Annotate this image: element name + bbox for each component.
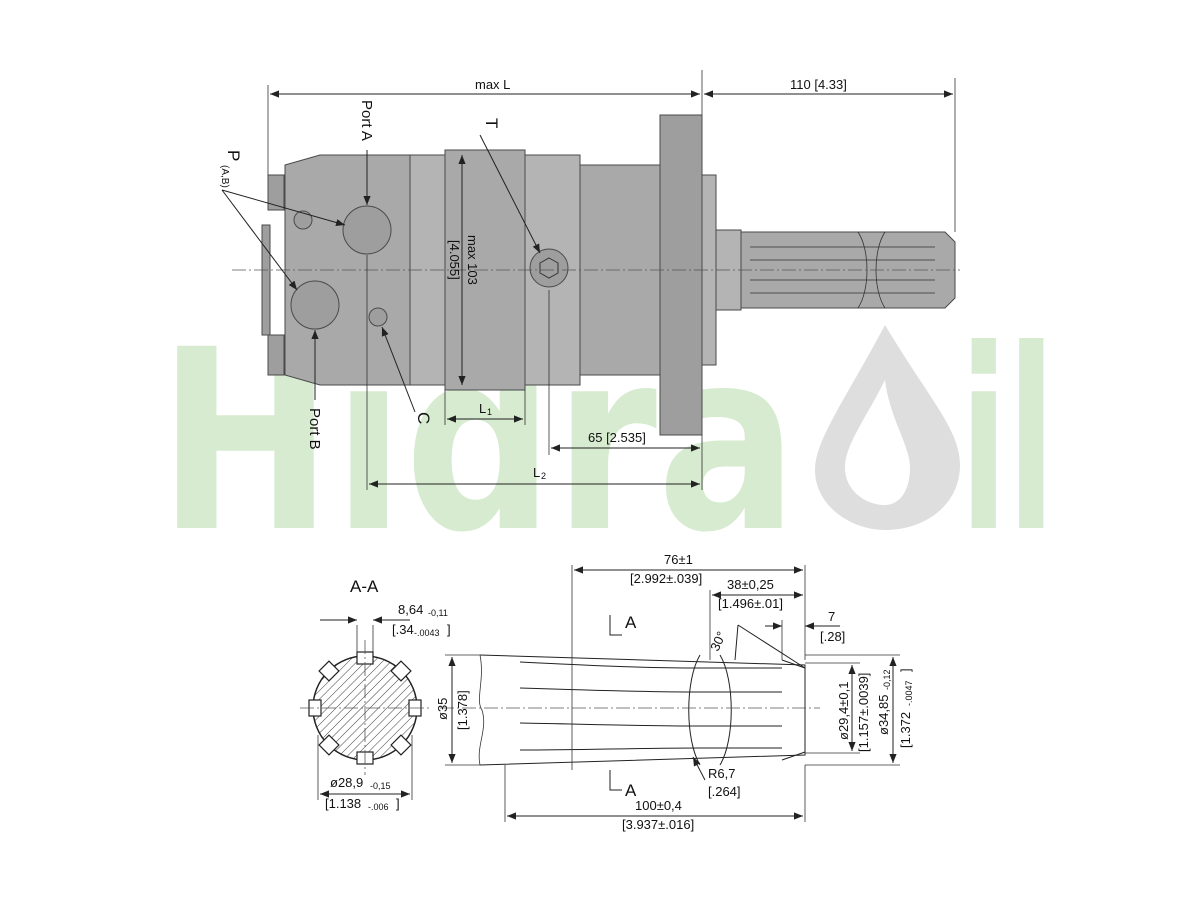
minor-dia-tol: -0,15 [370, 781, 391, 791]
outer-dia-in-close: ] [898, 668, 913, 672]
len38-in-label: [1.496±.01] [718, 596, 783, 611]
l2-label: L [533, 465, 540, 480]
port-t-circle [529, 248, 569, 288]
section-mark-top: A [625, 613, 637, 632]
len76-in-label: [2.992±.039] [630, 571, 702, 586]
flange-dim-label: 65 [2.535] [588, 430, 646, 445]
dia35-in-label: [1.378] [455, 690, 470, 730]
minor-dia-in-close: ] [396, 796, 400, 811]
port-b-circle [290, 280, 340, 330]
p-sub-label: (A,B) [219, 165, 230, 188]
radius-label: R6,7 [708, 766, 735, 781]
shaft-detail: 76±1 [2.992±.039] 38±0,25 [1.496±.01] 7 … [435, 552, 914, 832]
radius-in-label: [.264] [708, 784, 741, 799]
l1-label: L [479, 401, 486, 416]
port-a-label: Port A [358, 100, 375, 141]
mounting-flange [659, 114, 703, 436]
outer-dia-label: ø34,85 [876, 695, 891, 735]
key-width-tol: -0,11 [428, 608, 448, 618]
l1-sub-label: 1 [487, 407, 492, 417]
key-width-in-close: ] [447, 622, 451, 637]
shaft-splines [519, 654, 806, 766]
angle-label: 30° [707, 629, 729, 653]
key-width-in-label: [.34 [392, 622, 414, 637]
key-width-label: 8,64 [398, 602, 423, 617]
section-mark-bottom: A [625, 781, 637, 800]
outer-dia-in-tol: -.0047 [904, 680, 914, 706]
end-plate [261, 224, 271, 336]
outer-dia-tol: -0,12 [882, 669, 892, 690]
len100-label: 100±0,4 [635, 798, 682, 813]
port-b-label: Port B [306, 408, 323, 450]
l2-sub-label: 2 [541, 471, 546, 481]
height-in-label: [4.055] [447, 240, 462, 280]
c-label: C [414, 412, 433, 424]
groove-dia-in-label: [1.157±.0039] [856, 673, 871, 752]
outer-dia-in-label: [1.372 [898, 712, 913, 748]
len38-label: 38±0,25 [727, 577, 774, 592]
minor-dia-in-tol: -.006 [368, 802, 389, 812]
key-width-in-tol: -.0043 [414, 628, 440, 638]
groove-dia-label: ø29,4±0,1 [836, 682, 851, 740]
max-l-label: max L [475, 77, 510, 92]
len100-in-label: [3.937±.016] [622, 817, 694, 832]
spline-teeth [308, 651, 422, 765]
height-mm-label: max 103 [465, 235, 480, 285]
port-c-circle [368, 307, 388, 327]
top-dimensions: max L 110 [4.33] Port A Port B P (A,B) T… [219, 70, 956, 490]
end-bolt-top [267, 174, 285, 211]
t-label: T [482, 118, 501, 128]
shaft-length-label: 110 [4.33] [790, 77, 847, 92]
end-bolt-bottom [267, 334, 285, 376]
len7-label: 7 [828, 609, 835, 624]
watermark-drop-icon [815, 325, 960, 530]
len7-in-label: [.28] [820, 629, 845, 644]
small-port-top [293, 210, 313, 230]
section-a-a: A-A 8,64 -0,11 [.34 -.0043 ] ø28,9 -0,15… [300, 577, 451, 812]
minor-dia-in-label: [1.138 [325, 796, 361, 811]
section-title: A-A [350, 577, 379, 596]
len76-label: 76±1 [664, 552, 693, 567]
p-label: P [224, 150, 243, 161]
port-a-circle [342, 205, 392, 255]
port-t-hex [539, 257, 559, 279]
motor-side-view [232, 114, 960, 436]
minor-dia-label: ø28,9 [330, 775, 363, 790]
dia35-label: ø35 [435, 698, 450, 720]
watermark-suffix: il [960, 296, 1055, 587]
